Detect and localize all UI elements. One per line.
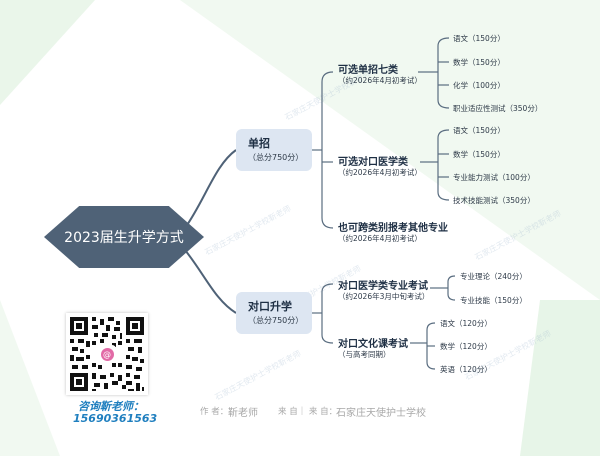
root-node: 2023届生升学方式	[44, 206, 204, 268]
option-title: 也可跨类别报考其他专业	[338, 223, 448, 234]
branch-subtitle: （总分750分）	[248, 316, 304, 325]
option-note: （约2026年4月初考试）	[338, 76, 422, 85]
contact-phone[interactable]: 15690361563	[73, 412, 158, 425]
subject-item: 语文（150分）	[453, 126, 505, 135]
subject-item: 语文（150分）	[453, 34, 505, 43]
option-title: 对口医学类专业考试	[338, 281, 428, 292]
branch-subtitle: （总分750分）	[248, 153, 304, 162]
option-note: （约2026年4月初考试）	[338, 168, 422, 177]
subject-item: 专业技能（150分）	[460, 296, 527, 305]
subject-item: 专业能力测试（100分）	[453, 173, 535, 182]
option-note: （约2026年4月初考试）	[338, 234, 422, 243]
footer-source-label: 来 自｜ 来 自：	[278, 407, 338, 417]
footer-author: 靳老师	[228, 408, 258, 419]
branch-title: 单招	[248, 137, 270, 150]
qr-code-image	[66, 313, 148, 395]
branch-title: 对口升学	[248, 300, 292, 313]
option-title: 可选单招七类	[338, 65, 398, 76]
subject-item: 数学（120分）	[440, 342, 492, 351]
option-note: （约2026年3月中旬考试）	[338, 292, 430, 301]
subject-item: 职业适应性测试（350分）	[453, 104, 543, 113]
subject-item: 化学（100分）	[453, 81, 505, 90]
subject-item: 数学（150分）	[453, 150, 505, 159]
branch-duikou: 对口升学 （总分750分）	[236, 292, 312, 334]
subject-item: 语文（120分）	[440, 319, 492, 328]
subject-item: 专业理论（240分）	[460, 272, 527, 281]
qr-code: @	[66, 313, 148, 395]
branch-danzhao: 单招 （总分750分）	[236, 129, 312, 171]
root-label: 2023届生升学方式	[64, 230, 184, 246]
qr-logo-text: @	[100, 347, 114, 361]
option-title: 对口文化课考试	[338, 339, 408, 350]
footer-source: 石家庄天使护士学校	[336, 408, 426, 419]
qr-logo-icon: @	[98, 345, 116, 363]
contact-label: 咨询靳老师：	[78, 400, 144, 413]
footer-author-label: 作 者：	[200, 407, 229, 417]
option-title: 可选对口医学类	[338, 157, 408, 168]
subject-item: 技术技能测试（350分）	[453, 196, 535, 205]
subject-item: 英语（120分）	[440, 365, 492, 374]
subject-item: 数学（150分）	[453, 58, 505, 67]
option-note: （与高考同期）	[338, 350, 391, 359]
